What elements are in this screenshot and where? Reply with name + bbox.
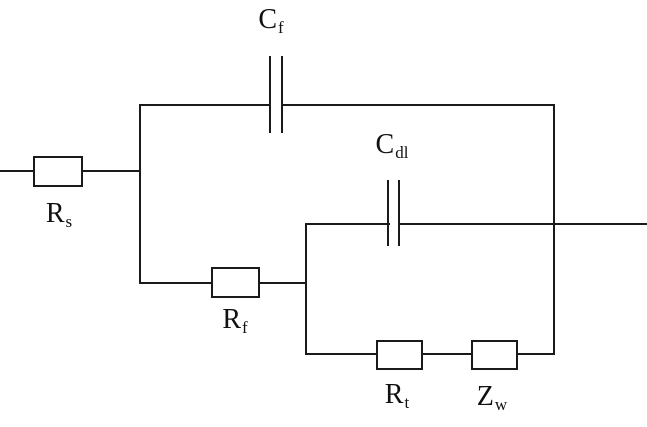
label-rt: Rt (385, 381, 409, 411)
wire-bottom-to-rt (305, 353, 378, 355)
wire-input-terminal (0, 170, 35, 172)
wire-top-right (281, 104, 555, 106)
wire-rt-to-zw (421, 353, 473, 355)
wire-inner-left-vertical (305, 223, 307, 355)
wire-middle-to-cdl (305, 223, 390, 225)
wire-cdl-to-output-terminal (398, 223, 647, 225)
label-cdl-base: C (375, 129, 395, 160)
label-cf-sub: f (278, 17, 284, 37)
cdl-capacitor-plate-left (387, 180, 389, 246)
label-rf-base: R (222, 304, 242, 335)
label-rf: Rf (222, 306, 247, 336)
wire-zw-to-right-node (516, 353, 555, 355)
wire-right-vertical (553, 104, 555, 355)
label-zw: Zw (477, 383, 507, 413)
wire-left-vertical (139, 104, 141, 284)
cdl-capacitor-plate-right (398, 180, 400, 246)
label-cf-base: C (258, 4, 278, 35)
label-rs: Rs (46, 200, 72, 230)
label-cdl-sub: dl (395, 142, 409, 162)
cf-capacitor-plate-right (281, 56, 283, 133)
label-cdl: Cdl (376, 131, 409, 161)
cf-capacitor-plate-left (269, 56, 271, 133)
wire-rs-to-left-node (81, 170, 141, 172)
rf-resistor-box (211, 267, 260, 298)
label-zw-base: Z (476, 381, 494, 412)
label-rs-base: R (45, 198, 65, 229)
wire-bottomleft-to-rf (139, 282, 213, 284)
rs-resistor-box (33, 156, 83, 187)
label-rf-sub: f (242, 317, 248, 337)
label-rt-base: R (384, 379, 404, 410)
wire-rf-to-inner-node (258, 282, 307, 284)
rt-resistor-box (376, 340, 423, 370)
wire-top-left (139, 104, 271, 106)
zw-impedance-box (471, 340, 518, 370)
label-rt-sub: t (404, 392, 410, 412)
label-cf: Cf (258, 6, 283, 36)
label-rs-sub: s (65, 211, 73, 231)
label-zw-sub: w (494, 394, 508, 414)
